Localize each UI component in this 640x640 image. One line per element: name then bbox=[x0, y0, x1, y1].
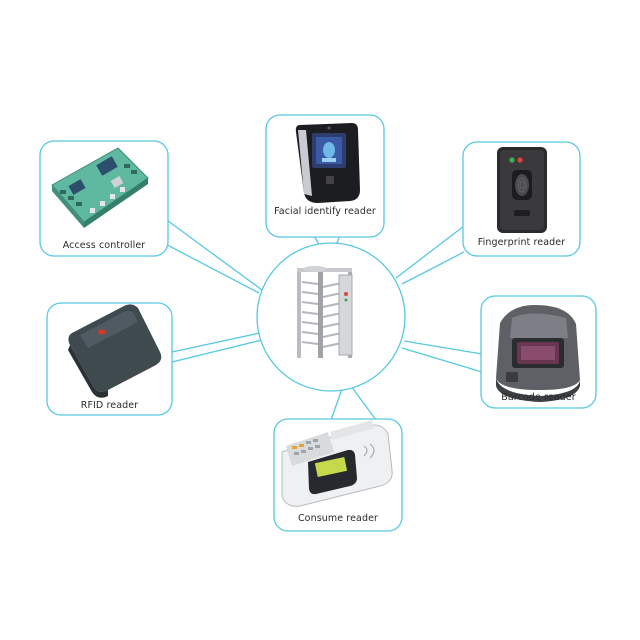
barcode-reader-icon bbox=[496, 305, 580, 402]
consume-reader-label: Consume reader bbox=[297, 513, 379, 524]
rfid-reader-label: RFID reader bbox=[80, 400, 139, 411]
turnstile-icon bbox=[297, 266, 353, 358]
connector-access-controller bbox=[151, 217, 263, 294]
access-controller-label: Access controller bbox=[62, 240, 146, 251]
connector-lines bbox=[151, 217, 483, 421]
connector-barcode-reader bbox=[401, 340, 483, 373]
rfid-reader-icon bbox=[68, 304, 162, 398]
connector-consume-reader bbox=[330, 385, 377, 421]
connector-fingerprint-reader bbox=[395, 225, 465, 285]
access-controller-icon bbox=[51, 147, 149, 228]
facial-reader-label: Facial identify reader bbox=[274, 206, 376, 217]
facial-reader-icon bbox=[295, 123, 360, 203]
barcode-reader-label: Barcode reader bbox=[501, 392, 576, 403]
fingerprint-reader-label: Fingerprint reader bbox=[477, 237, 566, 248]
connector-rfid-reader bbox=[171, 332, 263, 363]
center-circle bbox=[256, 242, 406, 392]
fingerprint-reader-icon bbox=[497, 147, 547, 233]
consume-reader-icon bbox=[281, 420, 393, 507]
